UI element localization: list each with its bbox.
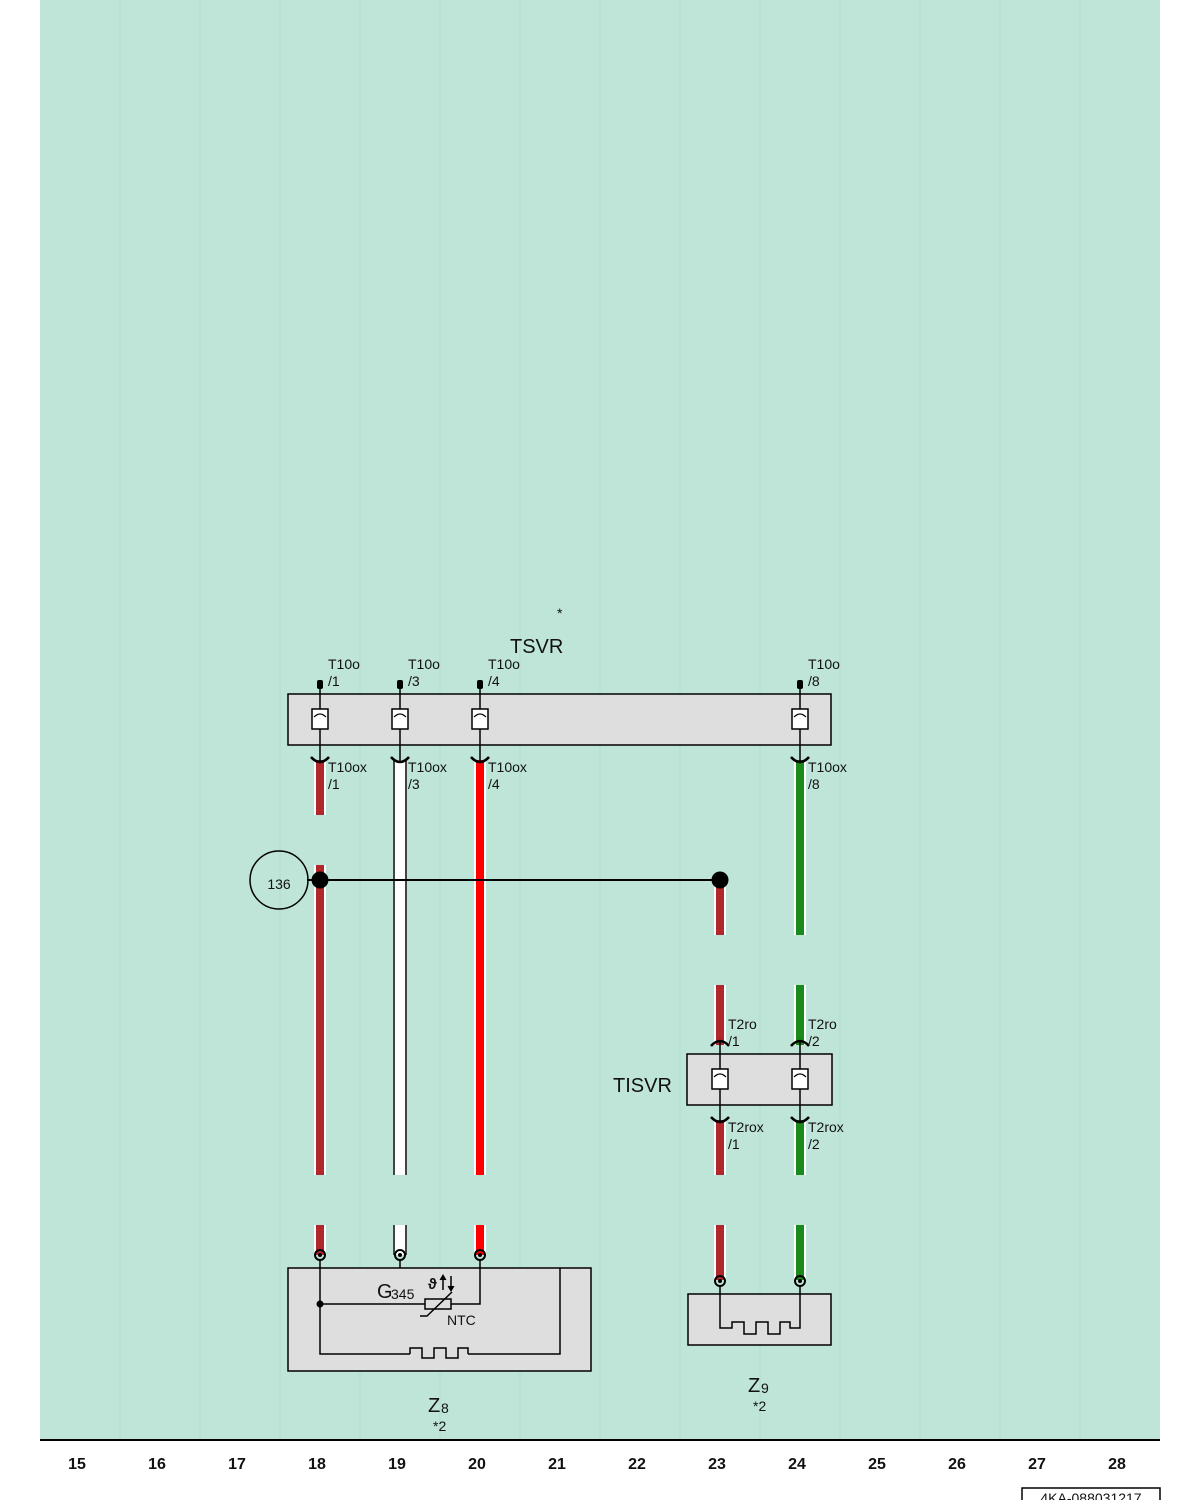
pin-label-t2rox-1: T2rox (728, 1119, 764, 1135)
connector-pin-t2ro-1 (710, 1039, 730, 1124)
grid-lines (119, 0, 1081, 1440)
column-number: 27 (1028, 1456, 1046, 1473)
column-number: 24 (788, 1456, 806, 1473)
z8-note: *2 (433, 1418, 446, 1434)
column-number: 18 (308, 1456, 326, 1473)
wire-brown-23 (714, 880, 726, 1280)
pin-label-t2rox-1-num: /1 (728, 1136, 740, 1152)
wires (314, 760, 806, 1280)
heater-element-z9 (719, 1286, 801, 1335)
tsvr-pins (310, 680, 810, 764)
tisvr-pins (710, 1039, 810, 1124)
star-note: * (557, 605, 563, 621)
connector-pin-t10o-8 (790, 680, 810, 764)
pin-label-bot-3: T10ox (408, 759, 447, 775)
connector-pin-t10o-3 (390, 680, 410, 764)
thermo-symbol: ϑ (428, 1276, 437, 1293)
tsvr-label: TSVR (510, 636, 563, 658)
ntc-label: NTC (447, 1312, 476, 1328)
tisvr-pin-labels: T2ro /1 T2rox /1 T2ro /2 T2rox /2 (728, 1016, 844, 1152)
column-number: 15 (68, 1456, 86, 1473)
tisvr-label: TISVR (613, 1075, 672, 1097)
wire-red-20 (474, 760, 486, 1255)
pin-label-top-1-num: /1 (328, 673, 340, 689)
pin-label-t2ro-2-num: /2 (808, 1033, 820, 1049)
pin-label-top-4-num: /4 (488, 673, 500, 689)
tsvr-box (287, 693, 832, 746)
pin-label-bot-4-num: /4 (488, 776, 500, 792)
column-number: 25 (868, 1456, 886, 1473)
pin-label-t2ro-2: T2ro (808, 1016, 837, 1032)
junction-dot-23 (711, 871, 729, 889)
ref-circle-label: 136 (267, 876, 291, 892)
column-number: 16 (148, 1456, 166, 1473)
pin-label-bot-3-num: /3 (408, 776, 420, 792)
wire-green-24 (794, 760, 806, 1280)
pin-label-bot-4: T10ox (488, 759, 527, 775)
z8-name: Z (428, 1395, 440, 1417)
z9-sub: 9 (761, 1380, 769, 1396)
pin-label-top-8-num: /8 (808, 673, 820, 689)
sensor-sub: 345 (391, 1286, 415, 1302)
connector-pin-t10o-1 (310, 680, 330, 764)
pin-label-t2rox-2-num: /2 (808, 1136, 820, 1152)
component-z8 (287, 1249, 592, 1372)
sensor-name: G (377, 1281, 393, 1303)
column-number: 21 (548, 1456, 566, 1473)
doc-id-box (1021, 1487, 1161, 1500)
z8-box (287, 1267, 592, 1372)
wire-brown-18 (314, 760, 326, 1255)
column-number: 20 (468, 1456, 486, 1473)
pin-label-top-4: T10o (488, 656, 520, 672)
pin-label-top-3-num: /3 (408, 673, 420, 689)
column-number: 19 (388, 1456, 406, 1473)
ref-circle (249, 850, 309, 910)
pin-label-top-8: T10o (808, 656, 840, 672)
column-number: 22 (628, 1456, 646, 1473)
wire-white-19 (393, 760, 407, 1255)
z9-name: Z (748, 1375, 760, 1397)
pin-label-t2rox-2: T2rox (808, 1119, 844, 1135)
component-z9 (687, 1275, 832, 1346)
doc-id: 4KA-088031217 (1040, 1490, 1141, 1500)
column-number: 17 (228, 1456, 246, 1473)
column-number: 23 (708, 1456, 726, 1473)
pin-label-bot-8-num: /8 (808, 776, 820, 792)
column-number: 26 (948, 1456, 966, 1473)
pin-label-top-3: T10o (408, 656, 440, 672)
z9-note: *2 (753, 1398, 766, 1414)
pin-label-bot-1: T10ox (328, 759, 367, 775)
connector-pin-t2ro-2 (790, 1039, 810, 1124)
pin-label-bot-1-num: /1 (328, 776, 340, 792)
connector-pin-t10o-4 (470, 680, 490, 764)
column-numbers: 15 16 17 18 19 20 21 22 23 24 25 26 27 2… (68, 1456, 1126, 1473)
tisvr-box (686, 1053, 833, 1106)
column-number: 28 (1108, 1456, 1126, 1473)
z9-box (687, 1293, 832, 1346)
pin-label-bot-8: T10ox (808, 759, 847, 775)
z8-sub: 8 (441, 1400, 449, 1416)
pin-label-top-1: T10o (328, 656, 360, 672)
heater-element-z8 (409, 1347, 469, 1359)
pin-label-t2ro-1-num: /1 (728, 1033, 740, 1049)
tsvr-pin-labels: T10o /1 T10ox /1 T10o /3 T10ox /3 T10o /… (328, 656, 847, 792)
pin-label-t2ro-1: T2ro (728, 1016, 757, 1032)
